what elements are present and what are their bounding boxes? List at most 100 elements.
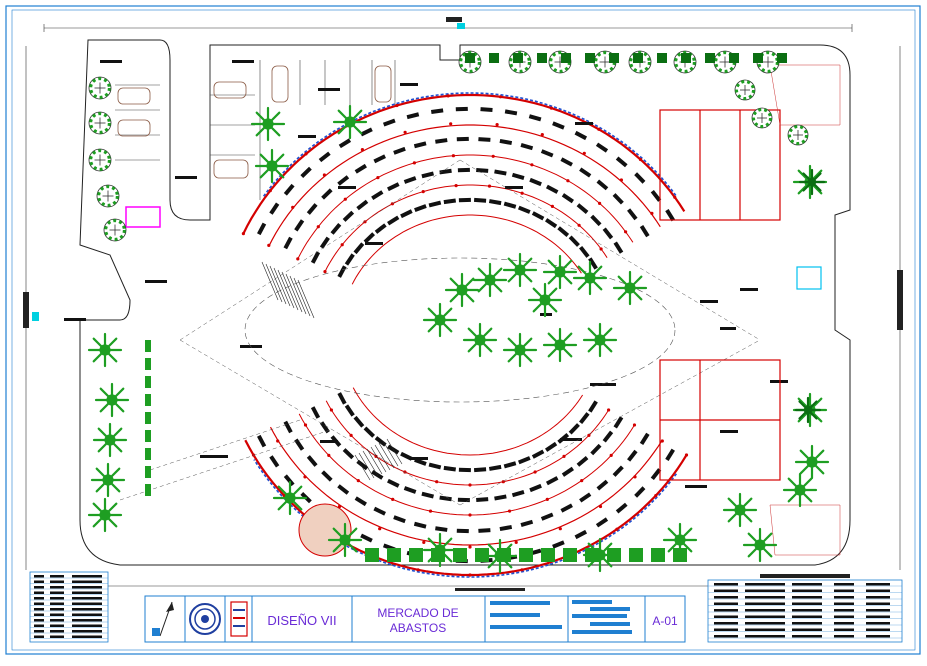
- legend-cell: [72, 597, 102, 600]
- column: [598, 504, 603, 509]
- column: [468, 573, 472, 577]
- stall: [503, 461, 517, 469]
- hedge: [633, 53, 643, 63]
- tree-icon: [94, 382, 130, 418]
- schedule-cell: [745, 589, 785, 592]
- stair-tread: [358, 452, 375, 479]
- stall: [531, 211, 545, 221]
- stall: [337, 175, 350, 186]
- annotation-text: [338, 186, 356, 189]
- stall: [590, 443, 602, 456]
- column: [360, 148, 364, 152]
- tree-icon: [87, 332, 123, 368]
- column: [582, 151, 586, 155]
- column: [566, 179, 570, 183]
- column: [654, 494, 658, 498]
- hedge: [465, 53, 475, 63]
- column: [416, 568, 420, 572]
- stair-tread: [374, 444, 391, 471]
- column: [468, 545, 472, 549]
- title-block: DISEÑO VII MERCADO DE ABASTOS A-01: [144, 595, 686, 643]
- stall: [421, 491, 435, 499]
- tree-icon: [502, 252, 538, 288]
- hedge: [145, 394, 151, 406]
- tree-icon: [272, 480, 308, 516]
- round-tree-icon: [96, 184, 120, 208]
- stall: [596, 179, 609, 191]
- stall: [561, 466, 574, 477]
- column: [491, 154, 495, 158]
- round-tree-icon: [88, 148, 112, 172]
- legend-cell: [72, 602, 102, 605]
- column: [520, 568, 524, 572]
- stall: [457, 497, 470, 503]
- schedule-cell: [834, 589, 854, 592]
- hedge: [777, 53, 787, 63]
- tree-icon: [722, 492, 758, 528]
- stair-tread: [265, 263, 283, 303]
- schedule-cell: [866, 602, 890, 605]
- column: [395, 103, 399, 108]
- annotation-text: [740, 288, 758, 291]
- stall: [360, 127, 373, 137]
- stall: [356, 199, 369, 211]
- column: [363, 220, 367, 224]
- stall: [595, 142, 609, 153]
- parked-cars: [117, 65, 392, 179]
- tree-icon: [332, 104, 368, 140]
- service-block: [659, 109, 781, 481]
- hedge: [497, 548, 511, 562]
- kiosk-magenta: [125, 206, 161, 228]
- column: [451, 154, 455, 158]
- stall: [342, 448, 355, 460]
- stall: [413, 521, 427, 529]
- stall: [596, 479, 609, 491]
- annotation-text: [365, 242, 383, 245]
- annotation-text: [590, 383, 616, 386]
- stall: [665, 448, 675, 461]
- column: [251, 453, 256, 457]
- hedge: [145, 448, 151, 460]
- column: [550, 204, 555, 208]
- annotation-text: [410, 457, 428, 460]
- course-title: DISEÑO VII: [267, 613, 336, 628]
- stall: [499, 138, 513, 146]
- column: [468, 483, 472, 487]
- legend-cell: [34, 602, 44, 605]
- stall: [473, 467, 487, 473]
- hedge: [145, 466, 151, 478]
- hedge: [629, 548, 643, 562]
- schedule-cell: [714, 596, 738, 599]
- circulation-axes: [119, 159, 761, 506]
- stall: [310, 251, 321, 264]
- stall: [615, 502, 628, 514]
- ring-lower-0: [244, 439, 688, 577]
- stall: [406, 112, 420, 120]
- legend-cell: [50, 608, 64, 611]
- stall: [540, 149, 554, 158]
- column: [428, 509, 433, 513]
- ring-lower-3: [325, 400, 610, 486]
- column: [633, 475, 637, 479]
- round-tree-icon: [88, 76, 112, 100]
- column: [577, 223, 581, 227]
- schedule-cell: [834, 609, 854, 612]
- annotation-text: [298, 135, 316, 138]
- stall: [545, 441, 558, 452]
- stall: [650, 189, 662, 202]
- schedule-cell: [745, 622, 785, 625]
- column: [468, 513, 472, 517]
- legend-cell: [50, 624, 64, 627]
- stall: [650, 468, 662, 481]
- tree-icon: [742, 527, 778, 563]
- round-plaza: [298, 503, 352, 557]
- stall: [488, 464, 502, 471]
- column: [337, 504, 342, 509]
- stall: [374, 436, 387, 447]
- tree-icon: [572, 260, 608, 296]
- stall: [319, 421, 330, 434]
- column: [343, 197, 347, 201]
- legend-cell: [34, 591, 44, 594]
- stall: [257, 434, 267, 448]
- column: [514, 540, 518, 545]
